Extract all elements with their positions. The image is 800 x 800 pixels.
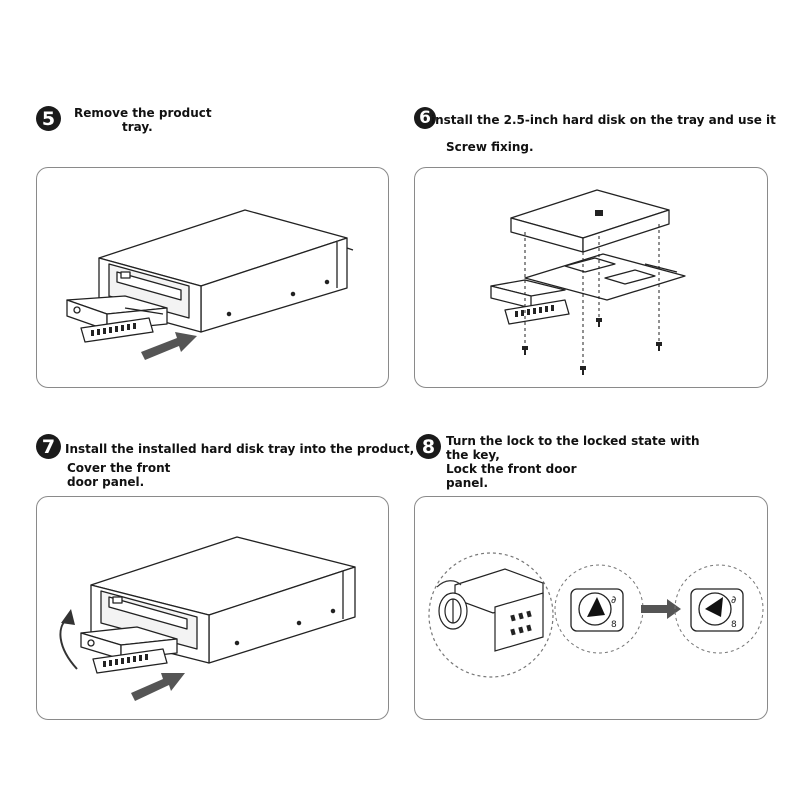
step-5-badge: 5 [36, 106, 61, 131]
step-5-illustration-panel [36, 167, 389, 388]
step-8-line-4: panel. [446, 476, 489, 490]
step-6-illustration-panel [414, 167, 768, 388]
step-6-badge: 6 [414, 107, 436, 129]
step-5-line-2: tray. [122, 120, 153, 134]
step-8-badge: 8 [416, 434, 441, 459]
lock-mark-small-2: 8 [731, 620, 737, 630]
unlock-mark-2: ∂ [731, 595, 736, 606]
step-5-illustration [66, 209, 354, 360]
step-5-line-1: Remove the product [74, 106, 212, 120]
step-6-line-2: Screw fixing. [446, 140, 534, 154]
step-6-line-1: install the 2.5-inch hard disk on the tr… [431, 113, 776, 127]
step-8-illustration-panel: ∂ 8 ∂ 8 [414, 496, 768, 720]
step-7-illustration-panel [36, 496, 389, 720]
lock-locked: ∂ 8 [674, 564, 764, 654]
step-8-illustration: ∂ 8 ∂ 8 [428, 552, 764, 678]
lock-unlocked: ∂ 8 [554, 564, 644, 654]
step-7-illustration [59, 536, 356, 701]
step-7-line-3: door panel. [67, 475, 145, 489]
step-8-line-2: the key, [446, 448, 500, 462]
step-6-illustration [490, 189, 686, 375]
right-arrow-icon [641, 599, 681, 619]
lock-mark-small: 8 [611, 620, 617, 630]
step-7-badge: 7 [36, 434, 61, 459]
step-8-line-3: Lock the front door [446, 462, 577, 476]
step-7-line-2: Cover the front [67, 461, 171, 475]
unlock-mark: ∂ [611, 595, 616, 606]
step-7-line-1: Install the installed hard disk tray int… [65, 442, 415, 456]
step-8-line-1: Turn the lock to the locked state with [446, 434, 700, 448]
